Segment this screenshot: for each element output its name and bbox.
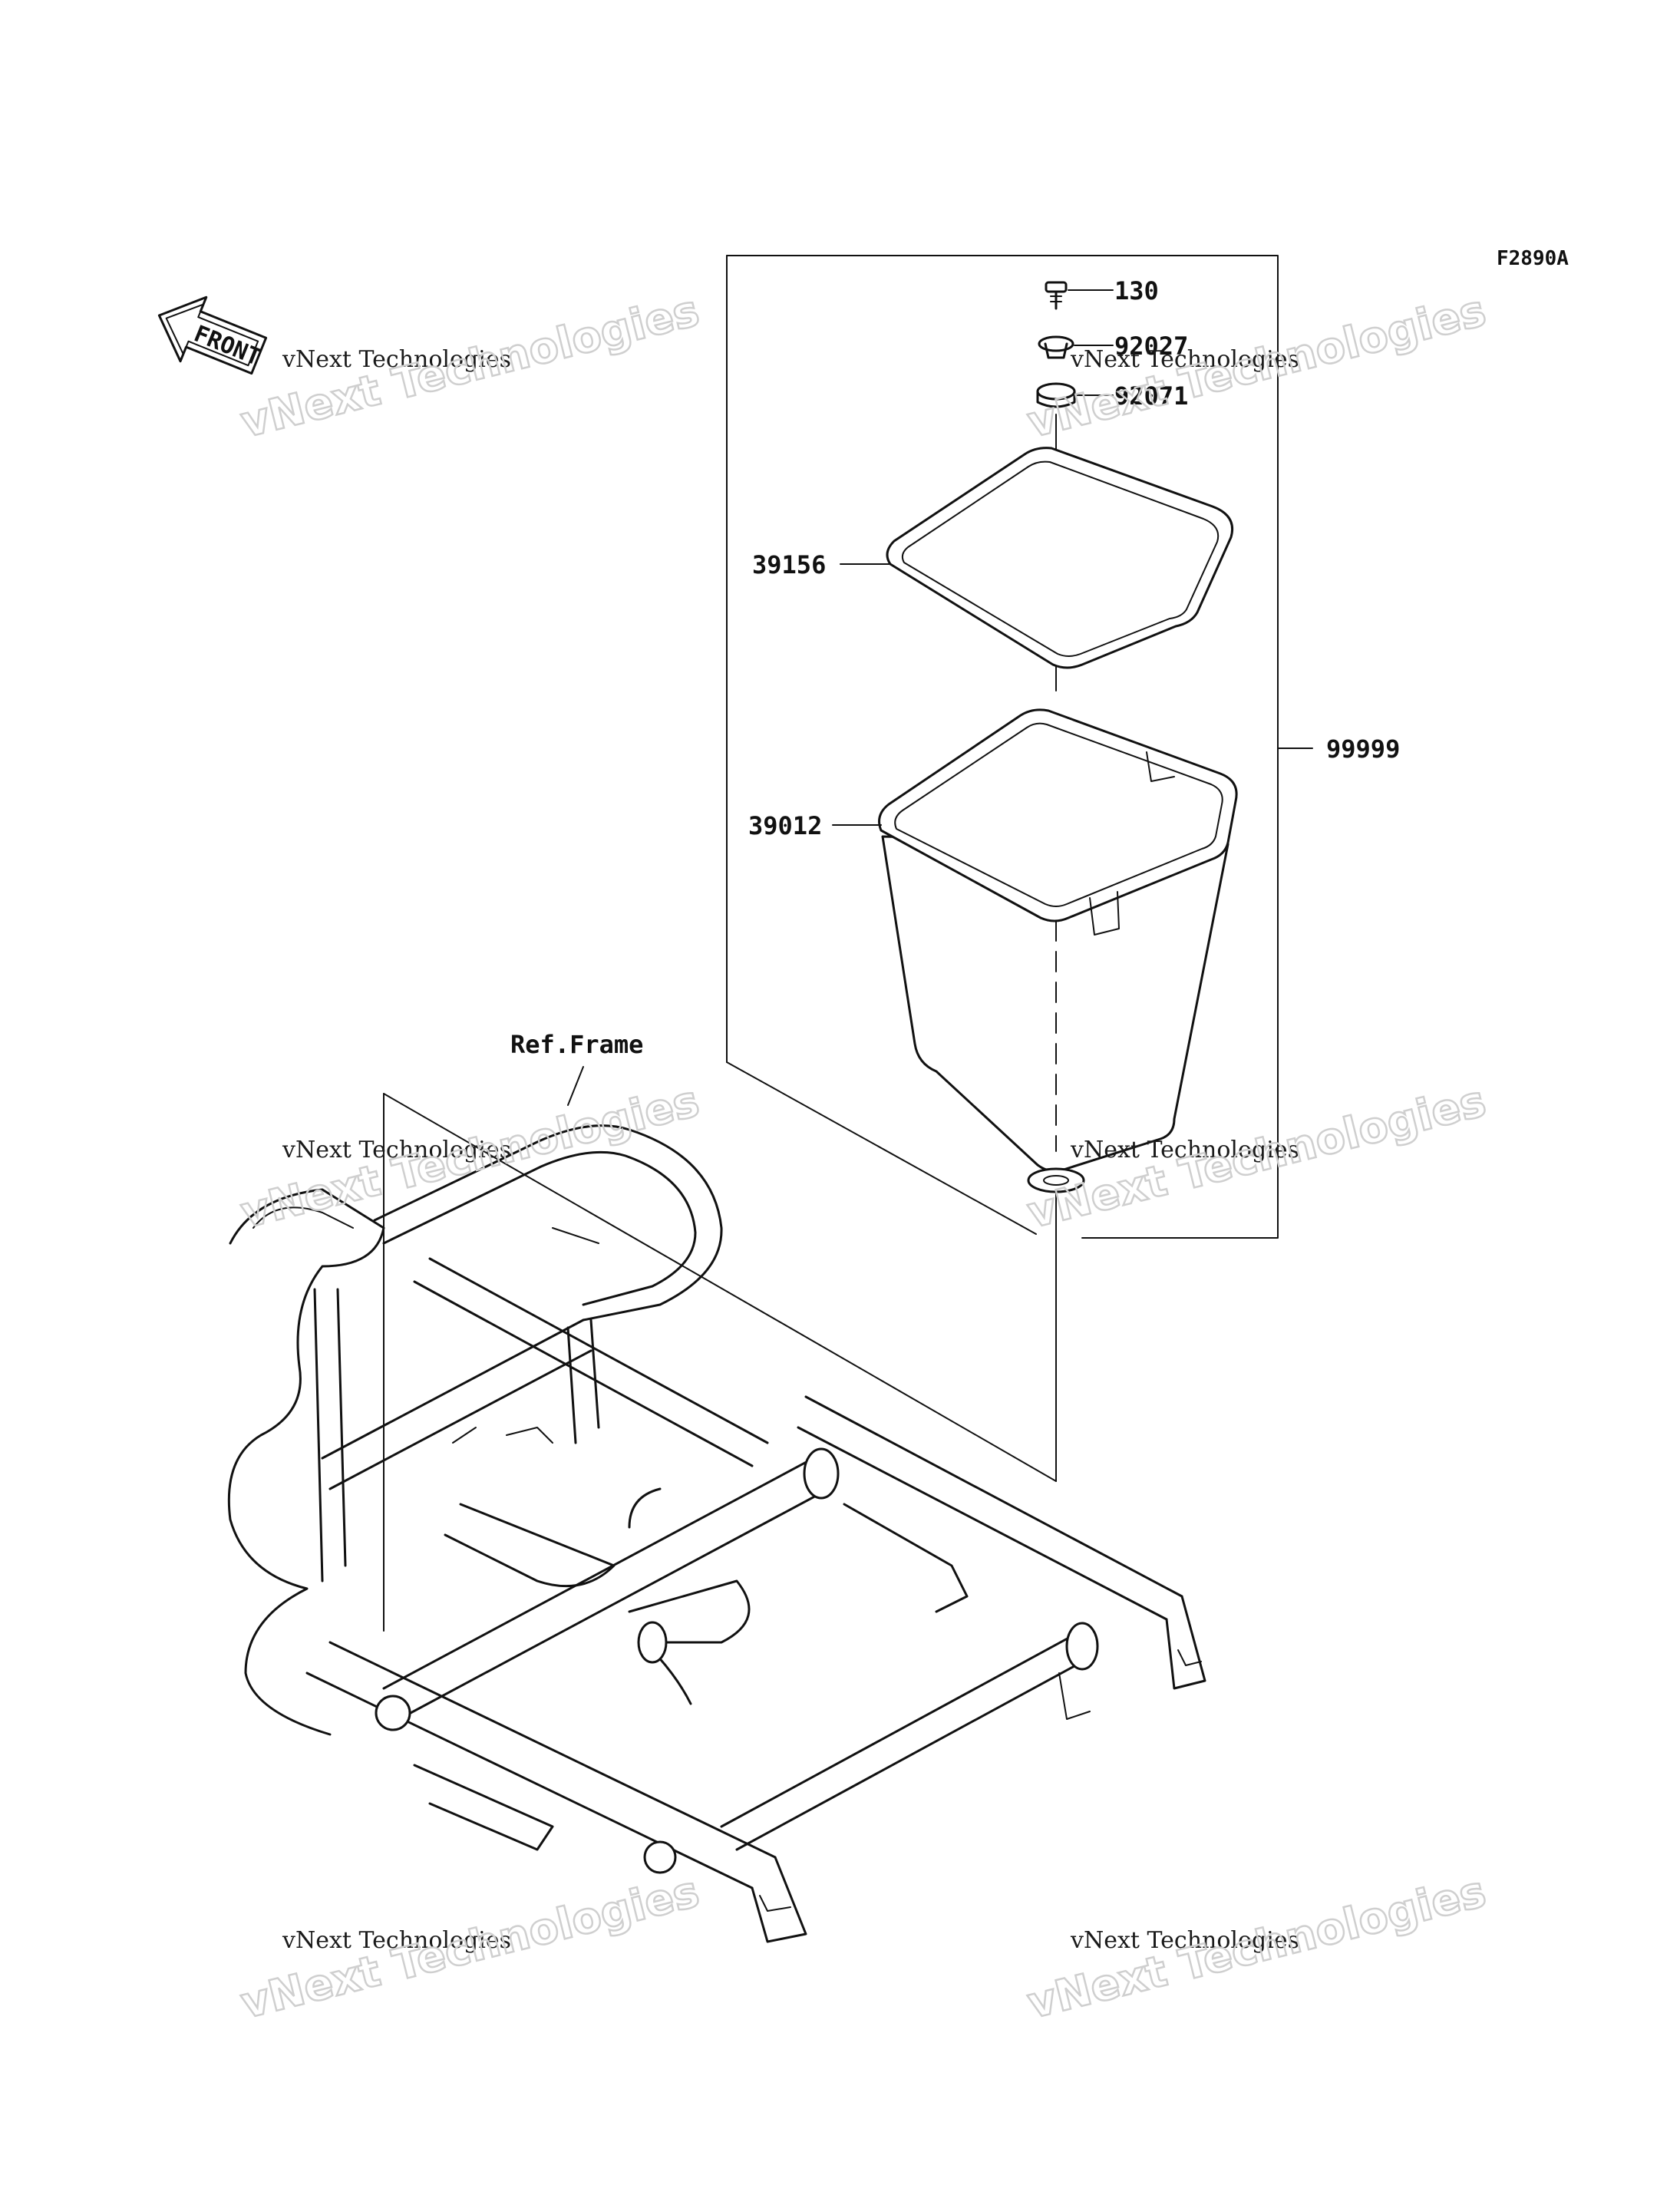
collar-icon xyxy=(1038,335,1114,359)
svg-text:39012: 39012 xyxy=(748,811,822,840)
svg-text:vNext Technologies: vNext Technologies xyxy=(282,1137,511,1163)
svg-text:92071: 92071 xyxy=(1114,381,1188,411)
storage-box-icon xyxy=(832,708,1238,1173)
watermark: vNext Technologies vNext Technologies xyxy=(1022,1866,1491,2030)
watermark: vNext Technologies vNext Technologies xyxy=(1022,285,1491,449)
assembly-bracket xyxy=(726,255,1313,1239)
front-arrow-icon: FRONT xyxy=(157,295,268,375)
bolt-icon xyxy=(1045,281,1114,310)
svg-text:99999: 99999 xyxy=(1326,734,1400,764)
watermark: vNext Technologies vNext Technologies xyxy=(235,1866,705,2030)
part-label-92071: 92071 xyxy=(1114,381,1188,411)
watermark: vNext Technologies vNext Technologies xyxy=(235,285,705,449)
watermark: vNext Technologies vNext Technologies xyxy=(235,1075,705,1239)
svg-text:Ref.Frame: Ref.Frame xyxy=(510,1030,643,1059)
svg-text:vNext Technologies: vNext Technologies xyxy=(1070,1927,1299,1954)
part-label-99999: 99999 xyxy=(1326,734,1400,764)
part-label-130: 130 xyxy=(1114,276,1159,305)
part-label-92027: 92027 xyxy=(1114,332,1188,361)
svg-text:130: 130 xyxy=(1114,276,1159,305)
vehicle-frame-drawing xyxy=(227,1124,1206,1943)
svg-text:vNext Technologies: vNext Technologies xyxy=(1070,346,1299,373)
grommet-icon xyxy=(1036,382,1114,408)
svg-text:vNext Technologies: vNext Technologies xyxy=(282,346,511,373)
bottom-grommet-icon xyxy=(1027,1167,1085,1193)
seal-ring-icon xyxy=(840,447,1233,669)
part-label-39156: 39156 xyxy=(752,550,826,579)
svg-text:vNext Technologies: vNext Technologies xyxy=(1070,1137,1299,1163)
svg-text:39156: 39156 xyxy=(752,550,826,579)
figure-code: F2890A xyxy=(1497,247,1569,270)
ref-frame-label: Ref.Frame xyxy=(510,1030,643,1059)
ref-frame-guides xyxy=(383,1066,1057,1632)
svg-text:92027: 92027 xyxy=(1114,332,1188,361)
part-label-39012: 39012 xyxy=(748,811,822,840)
svg-text:vNext Technologies: vNext Technologies xyxy=(282,1927,511,1954)
